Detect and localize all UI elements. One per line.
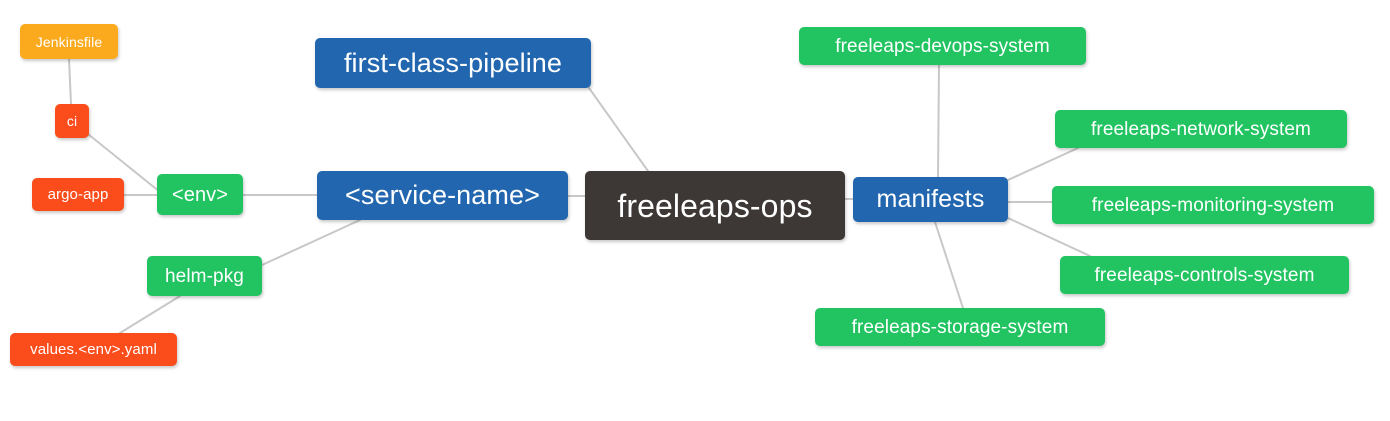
node-service-name[interactable]: <service-name>	[317, 171, 568, 220]
node-devops-system[interactable]: freeleaps-devops-system	[799, 27, 1086, 65]
node-network-system[interactable]: freeleaps-network-system	[1055, 110, 1347, 148]
node-first-class-pipeline[interactable]: first-class-pipeline	[315, 38, 591, 88]
node-monitoring-system[interactable]: freeleaps-monitoring-system	[1052, 186, 1374, 224]
edge-first-class-pipeline-to-freeleaps-ops	[588, 87, 649, 172]
node-freeleaps-ops[interactable]: freeleaps-ops	[585, 171, 845, 240]
edge-manifests-to-devops-system	[937, 64, 940, 178]
node-argo-app[interactable]: argo-app	[32, 178, 124, 211]
node-helm-pkg[interactable]: helm-pkg	[147, 256, 262, 296]
node-jenkinsfile[interactable]: Jenkinsfile	[20, 24, 118, 59]
edge-jenkinsfile-to-ci	[68, 58, 72, 105]
node-controls-system[interactable]: freeleaps-controls-system	[1060, 256, 1349, 294]
edge-manifests-to-network-system	[1007, 147, 1079, 181]
node-values-yaml[interactable]: values.<env>.yaml	[10, 333, 177, 366]
edge-values-yaml-to-helm-pkg	[119, 295, 181, 334]
edge-manifests-to-storage-system	[934, 221, 964, 309]
node-manifests[interactable]: manifests	[853, 177, 1008, 222]
edge-helm-pkg-to-service-name	[261, 219, 361, 266]
node-storage-system[interactable]: freeleaps-storage-system	[815, 308, 1105, 346]
node-env[interactable]: <env>	[157, 174, 243, 215]
node-ci[interactable]: ci	[55, 104, 89, 138]
